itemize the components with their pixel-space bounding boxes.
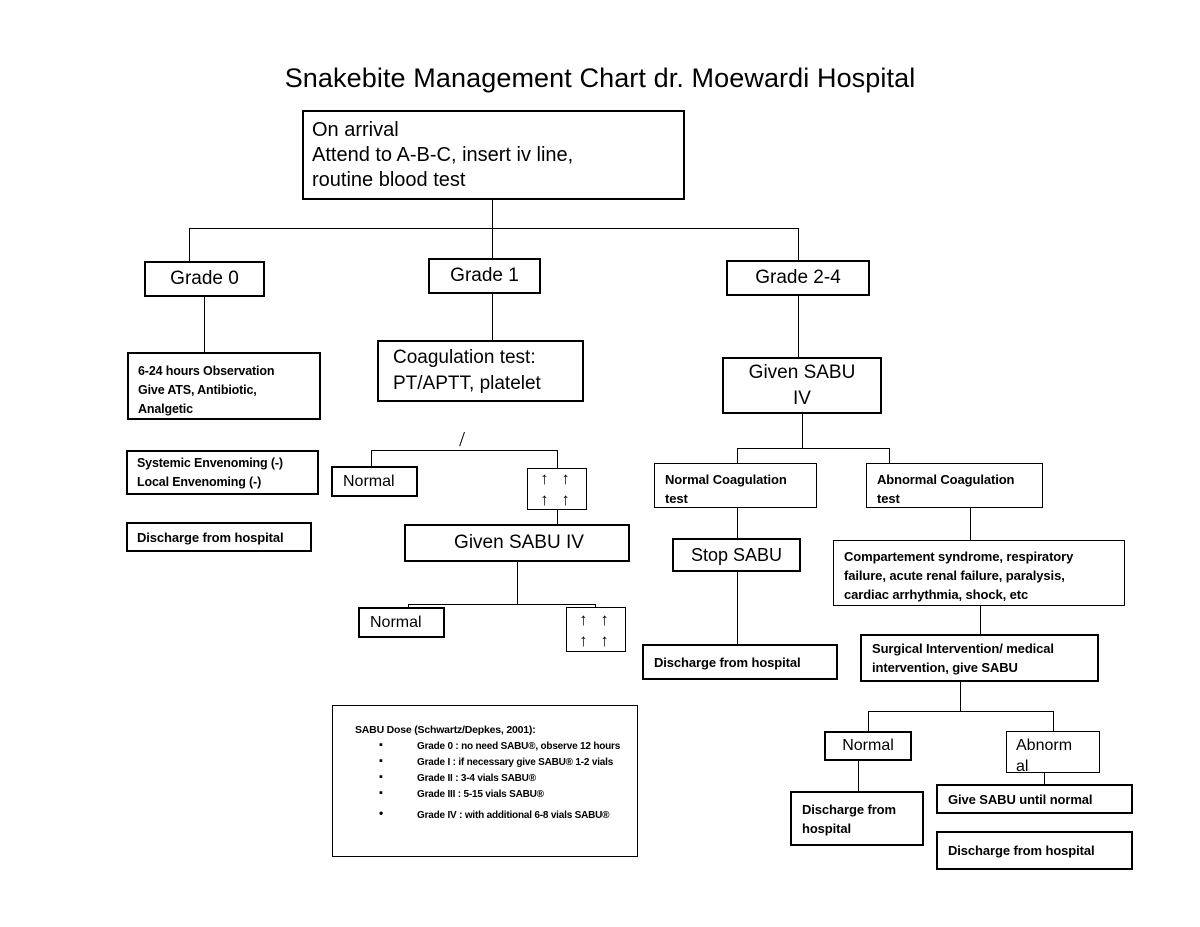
connector-grade24-to-sabu: [798, 295, 799, 357]
node-grade-2-4[interactable]: Grade 2-4: [726, 260, 870, 296]
node-observation-text: 6-24 hours Observation Give ATS, Antibio…: [138, 364, 275, 416]
node-discharge-bottom-left[interactable]: Discharge from hospital: [790, 791, 924, 846]
node-given-sabu-iv-right[interactable]: Given SABU IV: [722, 357, 882, 414]
connector-sabumid-down: [517, 562, 518, 604]
connector-arrival-down: [492, 200, 493, 228]
node-abnormal-coagulation[interactable]: Abnormal Coagulation test: [866, 463, 1043, 508]
node-discharge-mid-right-text: Discharge from hospital: [654, 654, 801, 670]
node-grade-0[interactable]: Grade 0: [144, 261, 265, 297]
connector-coagulation-bus: [371, 450, 557, 451]
connector-grade-bus: [189, 228, 798, 229]
connector-surgical-down: [960, 682, 961, 711]
node-abnormal-3-text: Abnorm al: [1016, 737, 1073, 775]
connector-sabumid-bus: [408, 604, 595, 605]
connector-surgical-bus: [868, 711, 1053, 712]
connector-coagbus-to-normal1: [371, 450, 372, 468]
node-normal-3[interactable]: Normal: [824, 731, 912, 761]
connector-stopsabu-to-discharge: [737, 572, 738, 644]
node-stop-sabu[interactable]: Stop SABU: [672, 538, 801, 572]
node-arrows-2[interactable]: ↑ ↑ ↑ ↑: [566, 607, 626, 652]
node-grade-1-text: Grade 1: [450, 265, 519, 286]
node-arrows-1-text: ↑ ↑ ↑ ↑: [540, 469, 574, 509]
legend-item: Grade IV : with additional 6-8 vials SAB…: [379, 806, 637, 823]
node-discharge-left-text: Discharge from hospital: [137, 529, 284, 545]
node-discharge-left[interactable]: Discharge from hospital: [126, 522, 312, 552]
node-normal-1-text: Normal: [343, 472, 395, 490]
connector-complications-to-surgical: [980, 606, 981, 634]
connector-normalcoag-to-stopsabu: [737, 508, 738, 538]
node-normal-3-text: Normal: [842, 737, 894, 754]
node-given-sabu-iv-mid-text: Given SABU IV: [454, 532, 584, 553]
sabu-dose-legend: SABU Dose (Schwartz/Depkes, 2001): Grade…: [332, 705, 638, 857]
node-abnormal-coagulation-text: Abnormal Coagulation test: [877, 472, 1015, 506]
legend-item: Grade II : 3-4 vials SABU®: [379, 770, 637, 786]
connector-coagresult-bus: [737, 448, 889, 449]
connector-bus-to-normalcoag: [737, 448, 738, 465]
legend-item: Grade I : if necessary give SABU® 1-2 vi…: [379, 754, 637, 770]
node-normal-2-text: Normal: [370, 613, 422, 631]
connector-abnormalcoag-to-complications: [970, 508, 971, 540]
connector-saburight-down: [802, 414, 803, 448]
sabu-dose-legend-title: SABU Dose (Schwartz/Depkes, 2001):: [355, 724, 536, 736]
connector-grade0-to-observation: [204, 296, 205, 352]
connector-bus-to-grade1: [492, 228, 493, 260]
connector-bus-to-grade0: [189, 228, 190, 262]
connector-bus-to-grade24: [798, 228, 799, 261]
connector-bus-to-normal3: [868, 711, 869, 731]
node-coagulation-test[interactable]: Coagulation test: PT/APTT, platelet: [377, 340, 584, 402]
legend-item: Grade III : 5-15 vials SABU®: [379, 786, 637, 802]
connector-bus-to-abnormal3: [1053, 711, 1054, 731]
node-surgical-intervention-text: Surgical Intervention/ medical intervent…: [872, 641, 1054, 675]
node-coagulation-test-text: Coagulation test: PT/APTT, platelet: [393, 347, 541, 394]
node-arrows-2-text: ↑ ↑ ↑ ↑: [579, 609, 613, 650]
node-normal-1[interactable]: Normal: [331, 466, 418, 497]
node-on-arrival-text: On arrival Attend to A-B-C, insert iv li…: [312, 119, 574, 191]
connector-grade1-to-coagulation: [492, 292, 493, 340]
node-grade-1[interactable]: Grade 1: [428, 258, 541, 294]
node-give-sabu-until-normal-text: Give SABU until normal: [948, 791, 1093, 807]
connector-coagbus-to-arrows1: [557, 450, 558, 468]
node-give-sabu-until-normal[interactable]: Give SABU until normal: [936, 784, 1133, 814]
node-discharge-bottom-left-text: Discharge from hospital: [802, 801, 896, 836]
node-given-sabu-iv-right-text: Given SABU IV: [748, 361, 856, 409]
node-given-sabu-iv-mid[interactable]: Given SABU IV: [404, 524, 630, 562]
node-envenoming[interactable]: Systemic Envenoming (-) Local Envenoming…: [126, 450, 319, 495]
node-stop-sabu-text: Stop SABU: [690, 545, 783, 565]
node-discharge-bottom-right[interactable]: Discharge from hospital: [936, 831, 1133, 870]
node-envenoming-text: Systemic Envenoming (-) Local Envenoming…: [137, 455, 283, 489]
node-observation[interactable]: 6-24 hours Observation Give ATS, Antibio…: [127, 352, 321, 420]
node-normal-coagulation[interactable]: Normal Coagulation test: [654, 463, 817, 508]
sabu-dose-legend-list: Grade 0 : no need SABU®, observe 12 hour…: [355, 738, 637, 823]
node-abnormal-3[interactable]: Abnorm al: [1006, 731, 1100, 775]
node-discharge-mid-right[interactable]: Discharge from hospital: [642, 644, 838, 680]
node-complications-text: Compartement syndrome, respiratory failu…: [844, 549, 1074, 602]
connector-bus-to-abnormalcoag: [889, 448, 890, 463]
node-normal-coagulation-text: Normal Coagulation test: [665, 472, 787, 506]
connector-coagulation-stub: [459, 431, 465, 447]
node-grade-2-4-text: Grade 2-4: [755, 267, 841, 288]
node-normal-2[interactable]: Normal: [358, 607, 445, 638]
node-grade-0-text: Grade 0: [170, 268, 239, 289]
node-arrows-1[interactable]: ↑ ↑ ↑ ↑: [527, 468, 587, 510]
node-discharge-bottom-right-text: Discharge from hospital: [948, 843, 1095, 858]
page-title: Snakebite Management Chart dr. Moewardi …: [284, 63, 916, 93]
node-surgical-intervention[interactable]: Surgical Intervention/ medical intervent…: [860, 634, 1099, 682]
node-complications[interactable]: Compartement syndrome, respiratory failu…: [833, 540, 1125, 606]
node-on-arrival[interactable]: On arrival Attend to A-B-C, insert iv li…: [302, 110, 685, 200]
legend-item: Grade 0 : no need SABU®, observe 12 hour…: [379, 738, 637, 754]
connector-arrows1-to-sabu-mid: [557, 510, 558, 525]
connector-normal3-to-discharge: [858, 758, 859, 791]
